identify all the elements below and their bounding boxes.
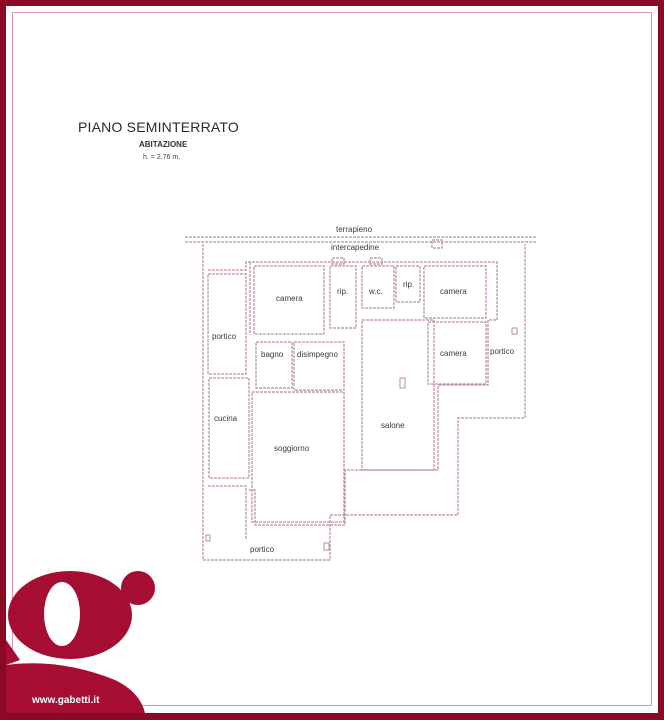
gabetti-logo-icon (0, 570, 155, 720)
room-bagno: bagno (261, 350, 284, 359)
label-terrapieno: terrapieno (336, 225, 373, 234)
room-portico-bottom: portico (250, 545, 275, 554)
brand-url: www.gabetti.it (32, 695, 100, 706)
room-wc: w.c. (369, 287, 383, 296)
room-camera-right-mid: camera (440, 349, 467, 358)
room-camera-right-top: camera (440, 287, 467, 296)
label-intercapedine: intercapedine (331, 243, 380, 252)
room-camera-left: camera (276, 294, 303, 303)
plan-subtitle: ABITAZIONE (139, 140, 188, 149)
room-rip-1: rip. (337, 287, 349, 296)
room-rip-2: rip. (403, 280, 415, 289)
ceiling-height: h. = 2.76 m. (143, 154, 181, 161)
room-portico-right: portico (490, 347, 515, 356)
room-salone: salone (381, 421, 405, 430)
plan-title: PIANO SEMINTERRATO (78, 119, 239, 135)
room-cucina: cucina (214, 414, 238, 423)
room-soggiorno: soggiorno (274, 444, 310, 453)
room-disimpegno: disimpegno (297, 350, 338, 359)
room-portico-left: portico (212, 332, 237, 341)
